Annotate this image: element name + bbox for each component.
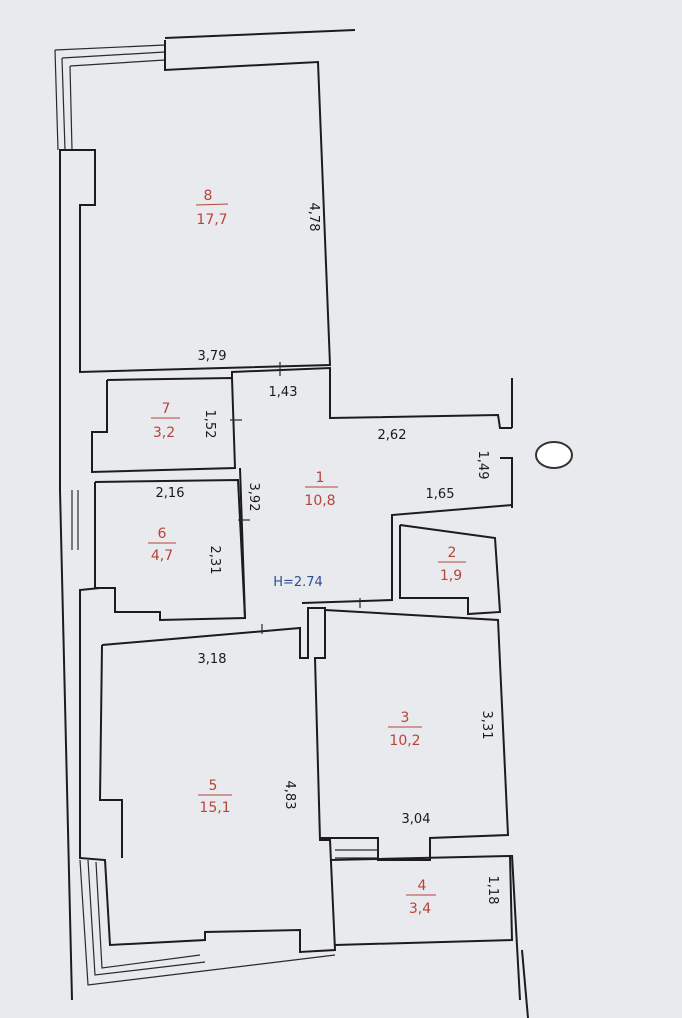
dim-room6-side: 2,31 xyxy=(207,546,222,575)
dim-room8-side: 4,78 xyxy=(306,203,321,232)
room-3-area: 10,2 xyxy=(389,733,420,749)
room-2-number: 2 xyxy=(448,545,457,561)
room-2-area: 1,9 xyxy=(440,568,462,584)
dim-entry-width: 1,49 xyxy=(475,451,490,480)
ceiling-height: H=2.74 xyxy=(273,575,323,590)
dim-room5-top: 3,18 xyxy=(198,652,227,667)
room-4-area: 3,4 xyxy=(409,901,431,917)
dim-room8-bottom: 3,79 xyxy=(198,349,227,364)
room-1-number: 1 xyxy=(316,470,325,486)
dim-room1-top-left: 1,43 xyxy=(269,385,298,400)
room-4-number: 4 xyxy=(418,878,427,894)
label-separators xyxy=(148,203,466,896)
room-8-number: 8 xyxy=(204,188,213,204)
entrance-marker-icon xyxy=(535,441,573,469)
dim-room1-top-right: 2,62 xyxy=(378,428,407,443)
room-labels: 8 17,7 7 3,2 6 4,7 5 15,1 1 10,8 2 1,9 3… xyxy=(151,188,462,917)
dim-room6-top: 2,16 xyxy=(156,486,185,501)
room-5-area: 15,1 xyxy=(199,800,230,816)
dim-room4-side: 1,18 xyxy=(485,876,500,905)
room-3-number: 3 xyxy=(401,710,410,726)
room-6-number: 6 xyxy=(158,526,167,542)
dim-room7-side: 1,52 xyxy=(202,410,217,439)
dimension-labels: 4,78 3,79 1,43 1,52 2,62 1,49 2,16 3,92 … xyxy=(156,203,500,905)
room-5-number: 5 xyxy=(209,778,218,794)
dim-room5-side: 4,83 xyxy=(282,781,297,810)
dim-room3-side: 3,31 xyxy=(479,711,494,740)
dim-room3-bottom: 3,04 xyxy=(402,812,431,827)
room-8-area: 17,7 xyxy=(196,212,227,228)
room-6-area: 4,7 xyxy=(151,548,173,564)
room-7-number: 7 xyxy=(162,401,171,417)
walls xyxy=(54,29,529,1018)
dim-room1-right: 1,65 xyxy=(426,487,455,502)
dim-room1-side: 3,92 xyxy=(246,483,261,512)
room-1-area: 10,8 xyxy=(304,493,335,509)
room-7-area: 3,2 xyxy=(153,425,175,441)
